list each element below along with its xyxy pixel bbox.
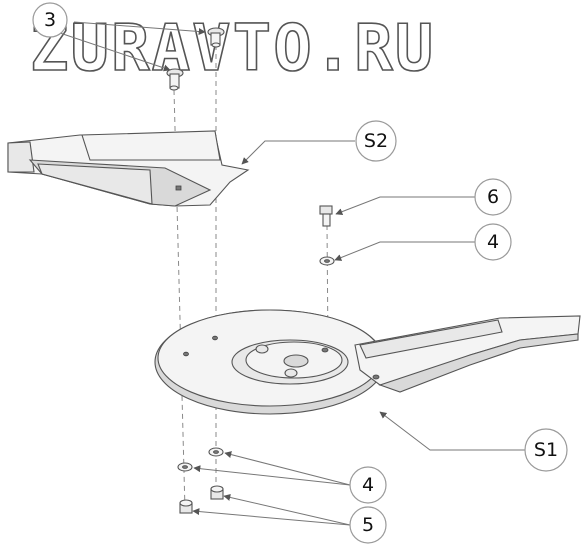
leader-5-b — [223, 494, 351, 526]
svg-text:S1: S1 — [534, 439, 558, 461]
nut-5-left — [179, 499, 193, 514]
bolt-3-left — [166, 68, 184, 91]
assembly-line-left — [173, 89, 186, 511]
callout-3: 3 — [32, 2, 68, 38]
svg-text:4: 4 — [487, 231, 499, 253]
svg-text:4: 4 — [362, 474, 374, 496]
bolt-3-right — [207, 27, 225, 48]
leader-3-left — [59, 32, 171, 72]
nut-5-right — [210, 485, 224, 500]
svg-text:S2: S2 — [364, 130, 388, 152]
svg-text:5: 5 — [362, 514, 374, 536]
bracket-hole — [175, 185, 182, 191]
lower-plate-s1 — [154, 309, 581, 415]
leader-s2 — [241, 140, 355, 165]
bolt-6 — [319, 205, 333, 227]
svg-text:6: 6 — [487, 186, 499, 208]
washer-4-bottom-left — [177, 462, 193, 472]
leader-3-right — [73, 21, 206, 36]
washer-4-top — [319, 256, 335, 266]
upper-bracket-s2 — [7, 130, 250, 207]
callout-s2: S2 — [355, 120, 397, 162]
leader-5-a — [192, 508, 351, 526]
leader-6 — [335, 196, 475, 215]
leader-s1 — [379, 411, 525, 451]
callout-4-top: 4 — [474, 223, 512, 261]
callout-s1: S1 — [524, 428, 568, 472]
callout-5: 5 — [349, 506, 387, 544]
callout-6: 6 — [474, 178, 512, 216]
leader-4-bottom-b — [224, 451, 351, 486]
callout-4-bottom: 4 — [349, 466, 387, 504]
svg-text:3: 3 — [44, 9, 56, 31]
leader-4-bottom-a — [193, 465, 351, 486]
assembly-line-bolt6 — [326, 224, 329, 351]
leader-4-top — [334, 241, 475, 261]
washer-4-bottom-right — [208, 447, 224, 457]
